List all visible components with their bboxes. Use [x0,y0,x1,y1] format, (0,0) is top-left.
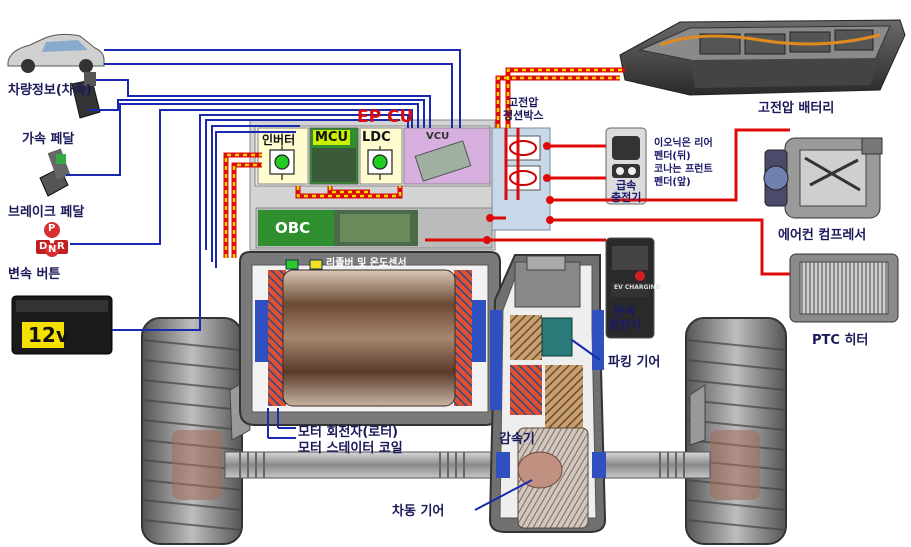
junction-dots [483,142,554,244]
shift-button-icon [36,222,68,257]
ptc-heater-label: PTC 히터 [812,333,869,348]
ac-compressor-label: 에어컨 컴프레서 [778,228,867,243]
right-wheel [685,317,787,545]
junction-box-label: 고전압 정션박스 [503,96,544,122]
shift-letter-d: D [39,241,48,252]
mcu-label: MCU [313,130,351,145]
inverter-symbol [269,146,295,180]
fast-charger-label: 급속 충전기 [611,179,642,204]
resolver-label: 리졸버 및 온도센서 [326,258,407,269]
ldc-symbol [367,146,393,180]
12v-battery-icon [11,295,113,355]
diff-gear-label: 차동 기어 [392,504,445,519]
stator-label: 모터 스테이터 코일 [298,441,403,456]
vehicle-info-label: 차량정보(차속) [8,83,92,98]
slow-charger-label: 완속 충전기 [608,304,642,332]
brake-pedal-label: 브레이크 페달 [8,205,85,220]
fast-charger [605,127,647,205]
inverter-label: 인버터 [262,133,296,147]
battery-12v-label: 12v [28,323,69,347]
shift-letter-p: P [48,223,56,234]
resolver-sensor [285,259,299,270]
temp-sensor [309,259,323,270]
epcu-title: EP CU [357,107,414,127]
slow-charger-brand: EV CHARGING [614,284,661,291]
rotor-label: 모터 회전자(로터) [298,425,399,440]
parking-gear-label: 파킹 기어 [608,355,661,370]
hv-cables [223,67,625,258]
junction-box [491,127,551,231]
hv-battery-label: 고전압 배터리 [758,101,835,116]
reducer-housing [488,254,607,533]
fast-charger-note: 이오닉은 리어 펜더(뒤) 코나는 프런트 펜더(앞) [654,138,713,188]
reducer-label: 감속기 [499,432,535,447]
axle-right [599,384,711,479]
ac-compressor [763,137,883,219]
vcu-label: VCU [426,131,450,142]
obc-label: OBC [275,219,311,237]
brake-pedal-icon [39,148,71,197]
shift-button-label: 변속 버튼 [8,267,61,282]
left-wheel [141,317,243,545]
shift-letter-r: R [57,241,65,252]
accel-pedal-icon [71,72,101,119]
slow-charger [605,237,655,339]
motor-housing [239,251,501,426]
shift-letter-n: N [48,244,57,255]
power-wiring [425,128,790,276]
ptc-heater [789,253,899,323]
accel-pedal-label: 가속 페달 [22,132,75,147]
ldc-label: LDC [362,130,391,145]
hv-battery-pack [619,19,906,96]
signal-wiring [66,49,601,511]
axle-left [224,379,496,479]
car-icon [7,33,105,73]
